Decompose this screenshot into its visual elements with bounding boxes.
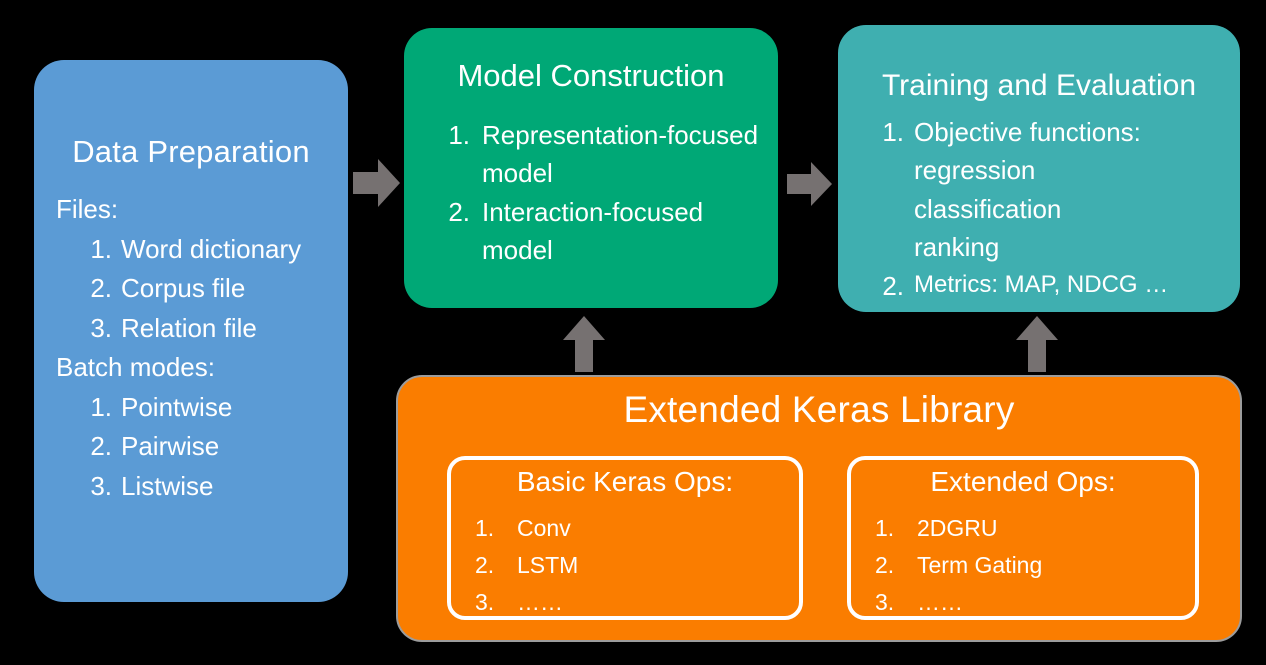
list-item: 3. ……	[475, 584, 793, 621]
list-number: 2.	[475, 551, 495, 578]
list-number: 1.	[90, 391, 112, 422]
list-number: 3.	[90, 470, 112, 501]
list-number: 1.	[875, 515, 895, 541]
list-item: 1. Word dictionary	[78, 230, 338, 270]
list-number: 3.	[475, 588, 495, 615]
list-item: 1. Conv	[475, 510, 793, 547]
list-text: ……	[917, 588, 963, 615]
batch-modes-section-label: Batch modes:	[56, 352, 215, 383]
list-text: Corpus file	[121, 273, 246, 304]
list-item: 2. Interaction-focused model	[434, 193, 766, 270]
list-item: 1. 2DGRU	[875, 510, 1189, 547]
arrow-keras-to-model-icon	[562, 315, 606, 373]
list-number: 1.	[448, 120, 470, 150]
list-text: LSTM	[517, 551, 579, 578]
data-preparation-body: Files: 1. Word dictionary 2. Corpus file…	[56, 190, 338, 506]
arrow-model-to-training-icon	[787, 160, 833, 208]
basic-keras-ops-list: 1. Conv 2. LSTM 3. ……	[475, 510, 793, 620]
model-construction-list: 1. Representation-focused model 2. Inter…	[434, 116, 766, 270]
list-text: Representation-focused model	[482, 120, 759, 189]
training-evaluation-title: Training and Evaluation	[881, 69, 1197, 102]
list-item: 1. Objective functions: regression class…	[872, 113, 1232, 267]
list-text: Word dictionary	[121, 233, 302, 264]
arrow-data-prep-to-model-icon	[353, 157, 401, 209]
extended-ops-list: 1. 2DGRU 2. Term Gating 3. ……	[875, 510, 1189, 620]
list-item: 3. Relation file	[78, 309, 338, 349]
list-item: 3. ……	[875, 584, 1189, 621]
extended-ops-box: Extended Ops: 1. 2DGRU 2. Term Gating 3.…	[847, 456, 1199, 620]
list-number: 1.	[882, 117, 904, 147]
list-number: 3.	[90, 312, 112, 343]
list-number: 3.	[875, 588, 895, 615]
objective-subline: ranking	[914, 232, 1000, 263]
extended-ops-body: 1. 2DGRU 2. Term Gating 3. ……	[875, 510, 1189, 620]
list-text: Relation file	[121, 312, 257, 343]
arrow-keras-to-training-icon	[1015, 315, 1059, 373]
list-number: 2.	[875, 551, 895, 578]
list-text: ……	[517, 588, 563, 615]
model-construction-body: 1. Representation-focused model 2. Inter…	[434, 116, 766, 270]
training-evaluation-body: 1. Objective functions: regression class…	[872, 113, 1232, 305]
data-preparation-title: Data Preparation	[72, 134, 310, 169]
list-text: 2DGRU	[917, 515, 998, 541]
list-item: 2. LSTM	[475, 547, 793, 584]
list-item: 1. Pointwise	[78, 388, 338, 428]
data-preparation-box: Data Preparation Files: 1. Word dictiona…	[34, 60, 348, 602]
list-number: 2.	[90, 431, 112, 462]
list-text: Metrics: MAP, NDCG …	[914, 270, 1169, 298]
list-number: 1.	[90, 233, 112, 264]
list-text: Term Gating	[917, 551, 1043, 578]
list-item: 1. Representation-focused model	[434, 116, 766, 193]
training-evaluation-list: 1. Objective functions: regression class…	[872, 113, 1232, 305]
model-construction-box: Model Construction 1. Representation-foc…	[404, 28, 778, 308]
objective-subline: classification	[914, 193, 1062, 224]
extended-ops-title: Extended Ops:	[930, 466, 1116, 497]
model-construction-title: Model Construction	[457, 58, 725, 93]
list-number: 2.	[448, 196, 470, 227]
list-number: 2.	[90, 273, 112, 304]
extended-keras-library-box: Extended Keras Library Basic Keras Ops: …	[396, 375, 1242, 642]
files-section-label: Files:	[56, 194, 119, 224]
list-number: 2.	[882, 270, 904, 301]
objective-functions-label: Objective functions:	[914, 117, 1141, 147]
list-text: Objective functions: regression classifi…	[914, 113, 1232, 267]
list-number: 1.	[475, 515, 495, 541]
list-item: 2. Term Gating	[875, 547, 1189, 584]
list-text: Listwise	[121, 470, 214, 501]
list-text: Pairwise	[121, 431, 220, 462]
basic-keras-ops-title: Basic Keras Ops:	[516, 466, 734, 497]
list-item: 2. Metrics: MAP, NDCG …	[872, 267, 1232, 305]
basic-keras-ops-box: Basic Keras Ops: 1. Conv 2. LSTM 3. ……	[447, 456, 803, 620]
extended-keras-library-title: Extended Keras Library	[623, 389, 1015, 430]
list-text: Interaction-focused model	[482, 196, 704, 266]
list-text: Pointwise	[121, 391, 233, 422]
list-item: 2. Pairwise	[78, 427, 338, 467]
objective-subline: regression	[914, 155, 1036, 186]
files-list: 1. Word dictionary 2. Corpus file 3. Rel…	[56, 230, 338, 349]
basic-keras-ops-body: 1. Conv 2. LSTM 3. ……	[475, 510, 793, 620]
training-evaluation-box: Training and Evaluation 1. Objective fun…	[838, 25, 1240, 312]
list-item: 3. Listwise	[78, 467, 338, 507]
batch-modes-list: 1. Pointwise 2. Pairwise 3. Listwise	[56, 388, 338, 507]
list-text: Conv	[517, 515, 571, 541]
list-item: 2. Corpus file	[78, 269, 338, 309]
